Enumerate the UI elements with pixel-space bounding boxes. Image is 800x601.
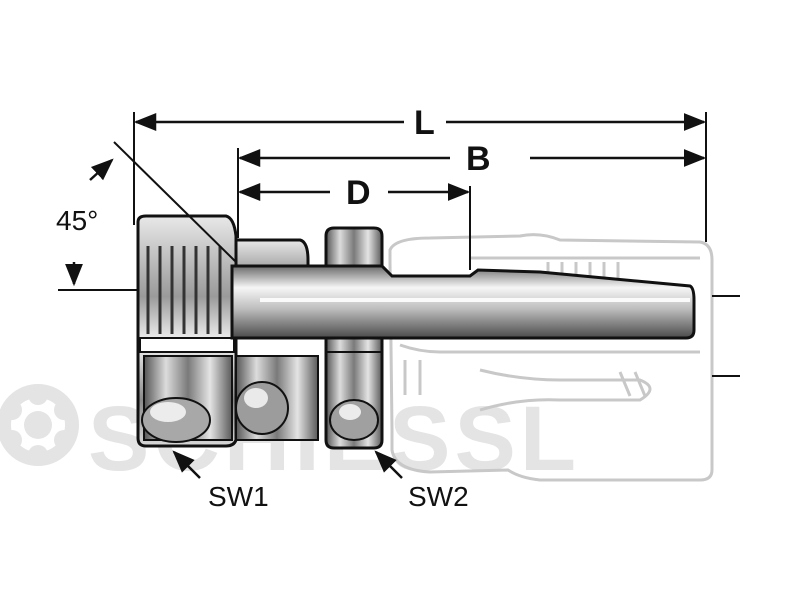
centre-line-marks: [58, 289, 740, 377]
callout-sw1-label: SW1: [208, 481, 269, 512]
barbed-stem: [230, 264, 696, 340]
angle-45-marking: 45°: [56, 141, 237, 287]
callout-sw2: SW2: [374, 450, 469, 512]
dimension-b-label: B: [466, 140, 491, 178]
angle-label: 45°: [56, 205, 98, 236]
dimension-l-label: L: [414, 104, 435, 142]
dimension-l: L: [133, 104, 707, 142]
dimension-d-label: D: [346, 174, 371, 212]
dimension-b: B: [237, 140, 707, 178]
callout-sw1: SW1: [172, 450, 269, 512]
watermark-logo-icon: [0, 384, 79, 466]
dimension-d: D: [237, 174, 471, 212]
nut-sw1: [136, 214, 238, 448]
callout-sw2-label: SW2: [408, 481, 469, 512]
thread-lines: [146, 246, 222, 334]
